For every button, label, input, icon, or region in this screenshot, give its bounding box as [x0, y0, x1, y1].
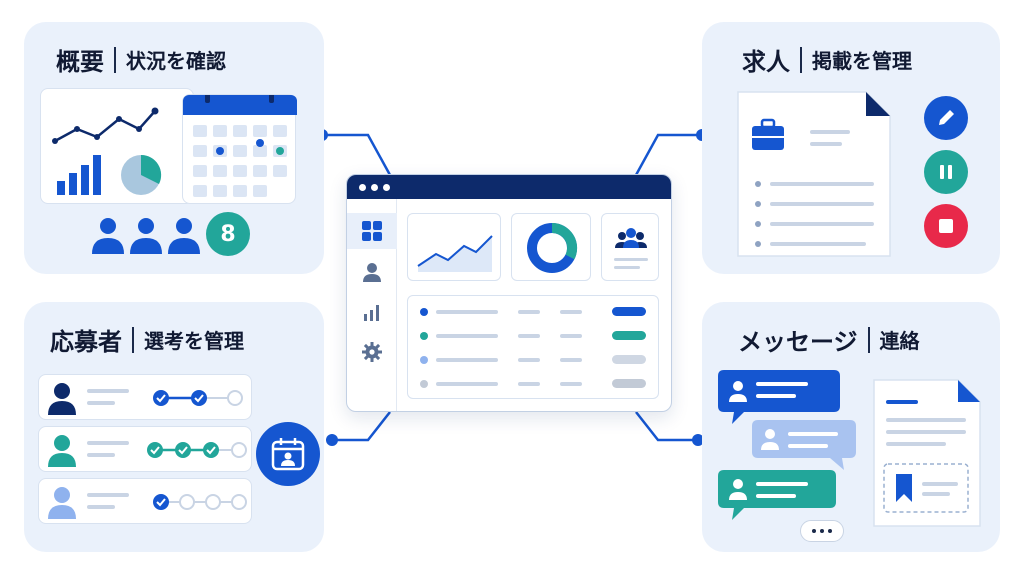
applicant-row[interactable] — [38, 478, 252, 524]
app-sidebar — [347, 199, 397, 411]
calendar-user-icon — [271, 438, 305, 471]
window-titlebar — [347, 175, 671, 199]
messages-heading: メッセージ 連絡 — [738, 322, 920, 357]
applicants-heading: 応募者 選考を管理 — [50, 322, 244, 357]
applicants-panel: 応募者 選考を管理 — [24, 302, 324, 552]
stop-icon — [939, 219, 953, 233]
messages-title: メッセージ — [738, 328, 858, 356]
trend-widget[interactable] — [407, 213, 501, 281]
calendar-card[interactable] — [182, 94, 297, 204]
sidebar-item-dashboard[interactable] — [347, 213, 397, 249]
ellipsis-icon — [812, 529, 816, 533]
interview-calendar-button[interactable] — [256, 422, 320, 486]
overview-subtitle: 状況を確認 — [126, 49, 226, 73]
progress-steps — [153, 494, 247, 510]
applicant-row[interactable] — [38, 374, 252, 420]
overview-panel: 概要 状況を確認 — [24, 22, 324, 274]
chart-illustration-icon — [52, 107, 162, 195]
pencil-icon — [939, 110, 954, 125]
team-users-icon — [92, 218, 200, 254]
chat-bubbles — [718, 370, 856, 520]
app-window — [346, 174, 672, 412]
overview-heading: 概要 状況を確認 — [56, 42, 226, 77]
applicant-avatar-icon — [48, 435, 76, 467]
jobs-subtitle: 掲載を管理 — [812, 49, 912, 73]
calendar-icon — [183, 95, 297, 197]
grid-icon — [362, 221, 382, 241]
progress-steps — [153, 390, 243, 406]
pause-job-button[interactable] — [924, 150, 968, 194]
title-divider — [114, 46, 116, 73]
document-icon — [873, 379, 981, 527]
title-divider — [800, 46, 802, 73]
jobs-title: 求人 — [742, 48, 790, 76]
applicants-subtitle: 選考を管理 — [144, 329, 244, 353]
ellipsis-icon — [828, 529, 832, 533]
job-posting-document[interactable] — [736, 90, 892, 258]
donut-widget[interactable] — [511, 213, 591, 281]
bar-chart-icon — [364, 305, 379, 321]
overview-title: 概要 — [56, 48, 104, 76]
notification-count-badge: 8 — [206, 212, 250, 256]
document-icon — [737, 91, 891, 257]
messages-panel: メッセージ 連絡 — [702, 302, 1000, 552]
line-chart-icon — [417, 235, 493, 272]
window-control[interactable] — [371, 184, 378, 191]
applicant-avatar-icon — [48, 487, 76, 519]
jobs-panel: 求人 掲載を管理 — [702, 22, 1000, 274]
edit-job-button[interactable] — [924, 96, 968, 140]
pause-icon — [940, 165, 952, 179]
typing-indicator — [800, 520, 844, 542]
sidebar-item-stats[interactable] — [347, 295, 397, 329]
window-control[interactable] — [383, 184, 390, 191]
data-table — [407, 295, 659, 399]
message-document[interactable] — [872, 378, 982, 528]
title-divider — [132, 326, 134, 353]
ellipsis-icon — [820, 529, 824, 533]
team-users-icon — [614, 228, 648, 269]
applicant-avatar-icon — [48, 383, 76, 415]
user-icon — [363, 263, 381, 282]
gear-icon — [362, 342, 382, 362]
line-bar-chart-card[interactable] — [40, 88, 194, 204]
sidebar-item-settings[interactable] — [347, 335, 397, 369]
team-widget[interactable] — [601, 213, 659, 281]
stop-job-button[interactable] — [924, 204, 968, 248]
donut-chart-icon — [527, 222, 578, 273]
jobs-heading: 求人 掲載を管理 — [742, 42, 912, 77]
progress-steps — [147, 442, 247, 458]
table-rows-illustration — [420, 307, 646, 388]
applicant-row[interactable] — [38, 426, 252, 472]
sidebar-item-users[interactable] — [347, 255, 397, 289]
messages-subtitle: 連絡 — [879, 329, 920, 353]
applicants-title: 応募者 — [50, 328, 122, 356]
title-divider — [867, 326, 870, 353]
window-control[interactable] — [359, 184, 366, 191]
